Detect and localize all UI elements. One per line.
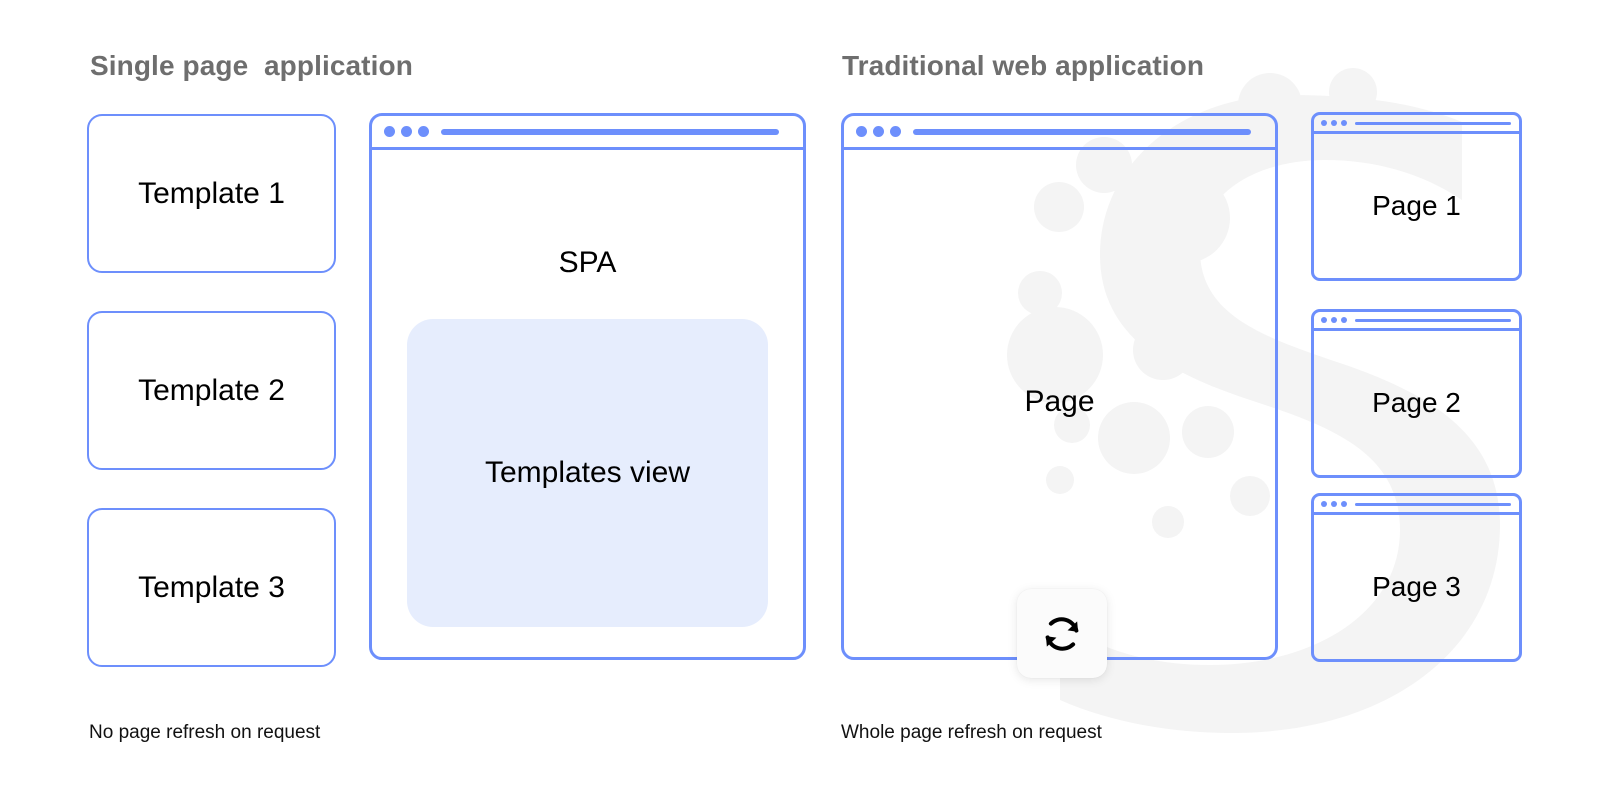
template-card[interactable]: Template 2 [87, 311, 336, 470]
mini-browser-body: Page 1 [1314, 134, 1519, 278]
browser-body: SPA Templates view [372, 150, 803, 657]
window-dot-icon [1341, 501, 1347, 507]
mini-browser-titlebar [1314, 115, 1519, 134]
window-dot-icon [873, 126, 884, 137]
window-dot-icon [890, 126, 901, 137]
template-card[interactable]: Template 3 [87, 508, 336, 667]
window-dot-icon [1321, 317, 1327, 323]
browser-body: Page [844, 150, 1275, 657]
url-bar[interactable] [913, 128, 1251, 135]
url-bar[interactable] [441, 128, 779, 135]
template-card[interactable]: Template 1 [87, 114, 336, 273]
page-label: Page [1024, 385, 1095, 418]
browser-titlebar [372, 116, 803, 150]
template-card-label: Template 2 [138, 373, 285, 407]
mini-browser-titlebar [1314, 496, 1519, 515]
window-dot-icon [401, 126, 412, 137]
page-mini-label: Page 1 [1372, 190, 1461, 221]
refresh-badge[interactable] [1017, 589, 1107, 678]
page-mini-label: Page 3 [1372, 571, 1461, 602]
window-dot-icon [384, 126, 395, 137]
page-mini-window[interactable]: Page 3 [1311, 493, 1522, 662]
templates-view-panel[interactable]: Templates view [407, 319, 768, 627]
templates-view-label: Templates view [484, 456, 691, 489]
url-bar[interactable] [1355, 121, 1511, 125]
traditional-browser-window: Page [841, 113, 1278, 660]
window-dot-icon [1331, 317, 1337, 323]
window-dot-icon [1341, 317, 1347, 323]
browser-titlebar [844, 116, 1275, 150]
url-bar[interactable] [1355, 318, 1511, 322]
page-mini-label: Page 2 [1372, 387, 1461, 418]
mini-browser-titlebar [1314, 312, 1519, 331]
window-dot-icon [1341, 120, 1347, 126]
spa-label: SPA [558, 246, 617, 279]
template-card-label: Template 1 [138, 176, 285, 210]
spa-browser-window: SPA Templates view [369, 113, 806, 660]
page-mini-window[interactable]: Page 1 [1311, 112, 1522, 281]
window-dot-icon [856, 126, 867, 137]
right-section-title: Traditional web application [842, 50, 1205, 81]
mini-browser-body: Page 2 [1314, 331, 1519, 475]
right-caption: Whole page refresh on request [841, 722, 1102, 743]
page-mini-window[interactable]: Page 2 [1311, 309, 1522, 478]
left-caption: No page refresh on request [89, 722, 321, 743]
refresh-icon [1045, 616, 1079, 651]
window-dot-icon [1321, 501, 1327, 507]
template-card-label: Template 3 [138, 570, 285, 604]
mini-browser-body: Page 3 [1314, 515, 1519, 659]
window-dot-icon [1321, 120, 1327, 126]
window-dot-icon [1331, 120, 1337, 126]
window-dot-icon [418, 126, 429, 137]
window-dot-icon [1331, 501, 1337, 507]
left-section-title: Single page application [90, 50, 413, 81]
url-bar[interactable] [1355, 502, 1511, 506]
